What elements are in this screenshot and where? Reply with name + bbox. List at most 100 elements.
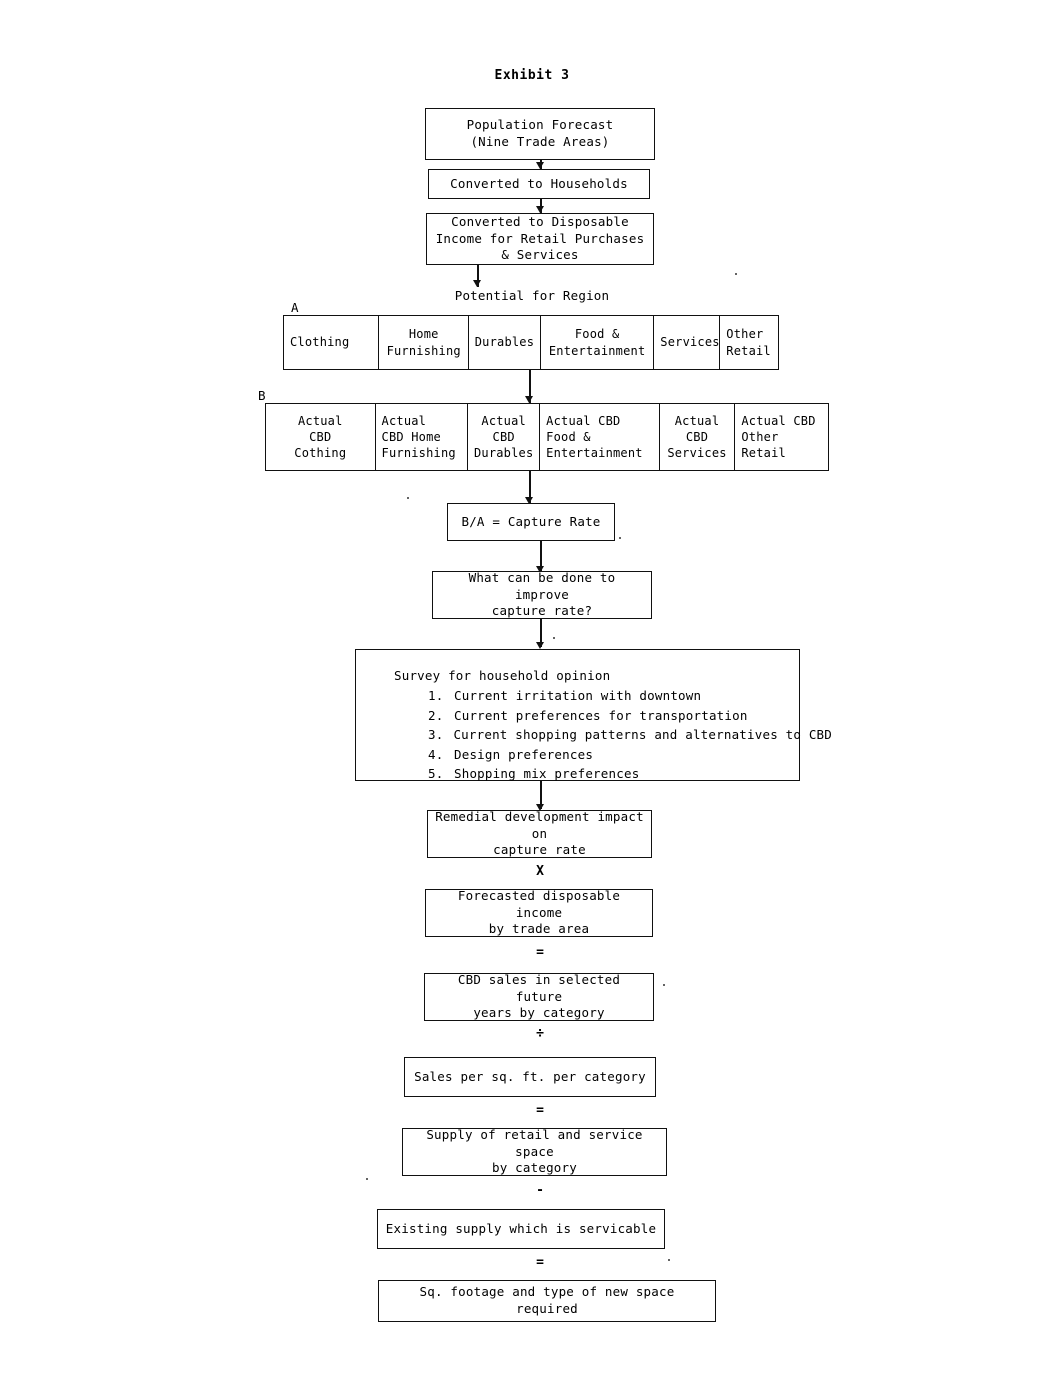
row-b-cell-cbd-clothing: Actual CBD Cothing	[266, 404, 376, 470]
row-b-cell-cbd-other-retail: Actual CBD Other Retail	[735, 404, 828, 470]
arrowhead-1	[536, 162, 545, 169]
node-remedial-impact: Remedial development impact on capture r…	[427, 809, 652, 858]
label-potential-for-region: Potential for Region	[454, 288, 610, 303]
operator-minus: -	[536, 1183, 544, 1198]
row-b-durables-line-1: Actual	[481, 413, 526, 428]
row-b-clothing-line-2: CBD	[309, 429, 332, 444]
cbd-sales-line-2: years by category	[473, 1005, 605, 1021]
row-a-cell-services: Services	[654, 316, 721, 369]
scan-speck	[407, 497, 409, 499]
disposable-line-2: Income for Retail Purchases	[435, 230, 645, 246]
survey-item-text: Design preferences	[454, 746, 594, 762]
row-a-food-line-2: Entertainment	[548, 343, 646, 358]
row-a-services-line-1: Services	[660, 335, 720, 350]
row-b-durables-line-2: CBD	[492, 429, 515, 444]
row-b-cell-cbd-durables: Actual CBD Durables	[468, 404, 541, 470]
arrowhead-3	[473, 280, 482, 287]
arrowhead-2	[536, 206, 545, 213]
connector-row-a-to-b	[529, 370, 531, 403]
row-b-home-line-3: Furnishing	[381, 446, 456, 461]
operator-equals-3: =	[536, 1255, 544, 1270]
row-b-clothing-line-3: Cothing	[294, 446, 347, 461]
row-a-food-line-1: Food &	[574, 327, 620, 342]
row-b-food-line-3: Entertainment	[546, 446, 643, 461]
row-b-services-line-3: Services	[667, 446, 727, 461]
operator-divide: ÷	[536, 1026, 544, 1041]
improve-question-line-1: What can be done to improve	[468, 569, 616, 602]
row-b-food-line-2: Food &	[546, 429, 591, 444]
list-item: 2. Current preferences for transportatio…	[428, 706, 799, 725]
disposable-line-1: Converted to Disposable	[451, 213, 629, 229]
survey-list: 1. Current irritation with downtown 2. C…	[394, 686, 832, 783]
survey-item-text: Current shopping patterns and alternativ…	[453, 727, 833, 743]
row-b-other-line-1: Actual CBD	[741, 413, 816, 428]
capture-rate-label: B/A = Capture Rate	[461, 513, 601, 529]
row-a-home-line-1: Home	[408, 327, 439, 342]
node-converted-to-households: Converted to Households	[428, 169, 650, 199]
survey-item-text: Current irritation with downtown	[454, 688, 702, 704]
list-item: 4. Design preferences	[428, 745, 799, 764]
node-new-space-required: Sq. footage and type of new space requir…	[378, 1280, 716, 1322]
list-item: 1. Current irritation with downtown	[428, 686, 799, 705]
node-sales-per-sqft: Sales per sq. ft. per category	[404, 1057, 656, 1097]
node-supply-space: Supply of retail and service space by ca…	[402, 1126, 667, 1176]
survey-item-text: Current preferences for transportation	[454, 707, 748, 723]
survey-item-text: Shopping mix preferences	[454, 765, 640, 781]
scan-speck	[663, 984, 665, 986]
arrowhead-question	[536, 566, 545, 573]
arrowhead-row-b	[525, 396, 534, 403]
row-a-durables-line-1: Durables	[474, 335, 535, 350]
row-a-cell-other-retail: Other Retail	[720, 316, 778, 369]
scan-speck	[366, 1178, 368, 1180]
row-a-categories: Clothing Home Furnishing Durables Food &…	[283, 315, 779, 370]
list-item: 5. Shopping mix preferences	[428, 764, 799, 783]
arrowhead-remedial	[536, 804, 545, 811]
connector-3	[477, 265, 479, 287]
survey-item-number: 1.	[428, 688, 444, 704]
forecast-income-line-1: Forecasted disposable income	[457, 887, 621, 920]
arrowhead-survey	[536, 642, 545, 649]
node-forecast-income: Forecasted disposable income by trade ar…	[425, 887, 653, 937]
supply-space-line-1: Supply of retail and service space	[426, 1126, 643, 1159]
row-b-services-line-2: CBD	[685, 429, 709, 444]
remedial-line-2: capture rate	[493, 842, 586, 858]
scan-speck	[668, 1259, 670, 1261]
row-b-actual-cbd: Actual CBD Cothing Actual CBD Home Furni…	[265, 403, 829, 471]
row-b-durables-line-3: Durables	[473, 446, 534, 461]
node-survey: Survey for household opinion 1. Current …	[355, 649, 832, 783]
connector-survey-to-remedial	[540, 781, 542, 809]
population-forecast-line-2: (Nine Trade Areas)	[470, 134, 610, 149]
converted-households-label: Converted to Households	[450, 175, 628, 191]
row-a-cell-home-furnishing: Home Furnishing	[379, 316, 469, 369]
node-capture-rate: B/A = Capture Rate	[447, 503, 615, 541]
row-b-food-line-1: Actual CBD	[546, 413, 621, 428]
population-forecast-line-1: Population Forecast	[466, 117, 614, 133]
disposable-line-3: & Services	[501, 247, 579, 263]
row-b-cell-cbd-home-furnishing: Actual CBD Home Furnishing	[376, 404, 469, 470]
row-b-tag: B	[258, 388, 266, 403]
operator-multiply: X	[536, 864, 544, 879]
cbd-sales-line-1: CBD sales in selected future	[457, 971, 621, 1004]
row-b-cell-cbd-food-entertainment: Actual CBD Food & Entertainment	[540, 404, 660, 470]
connector-capture-to-question	[540, 541, 542, 571]
node-population-forecast: Population Forecast (Nine Trade Areas)	[425, 108, 655, 160]
row-b-home-line-2: CBD Home	[381, 429, 441, 444]
survey-heading: Survey for household opinion	[394, 668, 611, 683]
connector-question-to-survey	[540, 619, 542, 647]
survey-item-number: 4.	[428, 746, 444, 762]
sales-per-sqft-label: Sales per sq. ft. per category	[414, 1068, 646, 1084]
row-a-cell-durables: Durables	[469, 316, 541, 369]
forecast-income-line-2: by trade area	[488, 921, 590, 937]
improve-question-line-2: capture rate?	[491, 603, 593, 619]
row-a-other-line-1: Other	[726, 327, 764, 342]
node-converted-disposable-income: Converted to Disposable Income for Retai…	[426, 213, 654, 265]
row-b-other-line-2: Other Retail	[741, 429, 786, 461]
operator-equals-1: =	[536, 945, 544, 960]
connector-row-b-to-capture	[529, 471, 531, 503]
survey-item-number: 3.	[428, 727, 444, 743]
row-b-cell-cbd-services: Actual CBD Services	[660, 404, 736, 470]
row-a-home-line-2: Furnishing	[386, 343, 461, 358]
node-existing-supply: Existing supply which is servicable	[377, 1209, 665, 1249]
row-b-clothing-line-1: Actual	[297, 413, 343, 428]
row-a-clothing-line-1: Clothing	[290, 335, 350, 350]
